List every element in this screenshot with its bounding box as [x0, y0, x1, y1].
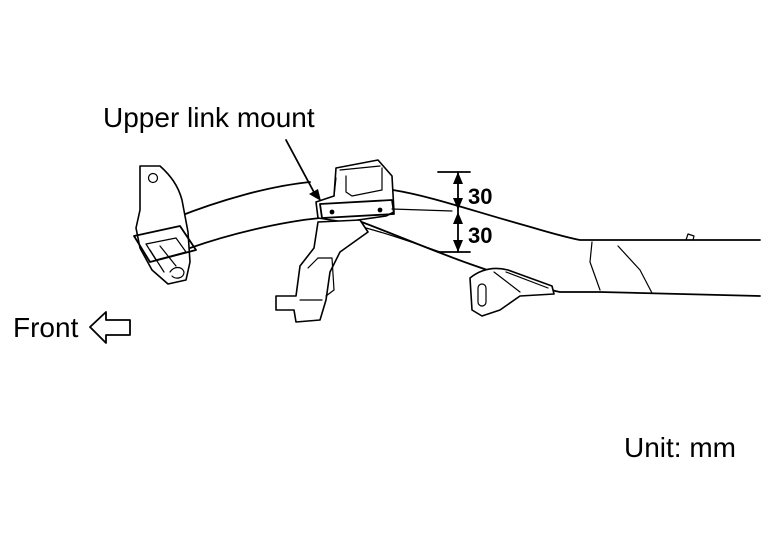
- front-label: Front: [13, 312, 79, 343]
- front-bracket: [133, 165, 197, 285]
- dimension-lower-value: 30: [468, 223, 493, 248]
- unit-label: Unit: mm: [624, 432, 736, 463]
- lower-hanger: [275, 219, 369, 323]
- rear-bracket: [469, 267, 555, 317]
- dimension-upper-value: 30: [468, 184, 493, 209]
- hollow-left-arrow-icon: [89, 311, 131, 344]
- dimension-lines: [437, 171, 471, 253]
- upper-link-mount-leader: [285, 139, 321, 201]
- upper-link-mount-label: Upper link mount: [103, 102, 315, 133]
- upper-link-mount-bracket: [315, 159, 453, 223]
